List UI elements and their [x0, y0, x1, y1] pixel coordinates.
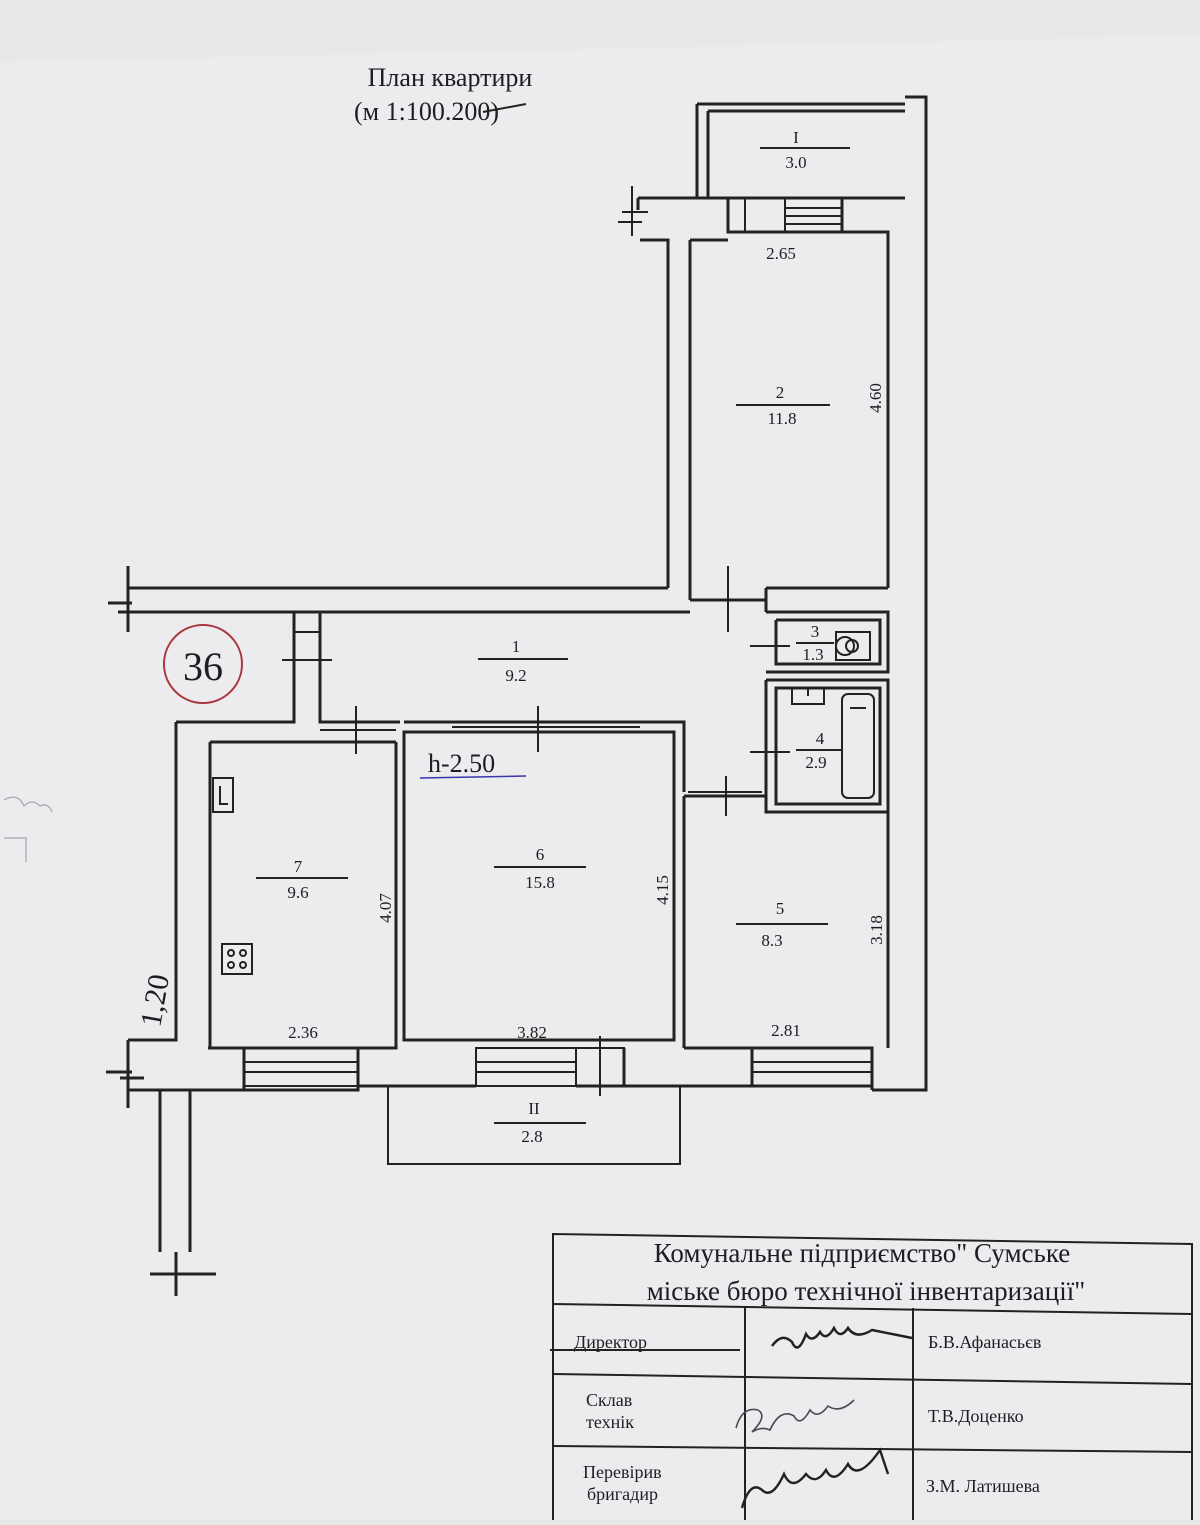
bathtub-icon	[841, 693, 875, 799]
stove-icon	[221, 943, 253, 975]
balcony-ii-walls	[387, 1086, 681, 1165]
ceiling-height-underline	[419, 775, 527, 779]
room-6-area: 15.8	[525, 873, 555, 892]
toilet-icon	[835, 631, 871, 661]
room-2-right-wall	[842, 196, 905, 588]
outer-wall-left	[128, 612, 400, 1042]
window-kitchen	[243, 1047, 359, 1087]
room-2-number: 2	[776, 383, 785, 402]
side-scribble	[3, 796, 53, 813]
stair-wall	[106, 1040, 216, 1296]
technician-name: Т.В.Доценко	[928, 1406, 1024, 1426]
balcony-ii-number: II	[528, 1099, 540, 1118]
room-2-left-wall	[636, 196, 728, 600]
room-3-number: 3	[811, 622, 820, 641]
outer-wall-right	[872, 95, 928, 1092]
checker-role-1: Перевірив	[583, 1462, 662, 1482]
technician-role-2: технік	[586, 1412, 634, 1432]
room-2-area: 11.8	[767, 409, 796, 428]
dim-2-36: 2.36	[288, 1023, 318, 1042]
room-4-number: 4	[816, 729, 825, 748]
org-name-line-2: міське бюро технічної інвентаризації"	[647, 1276, 1086, 1306]
balcony-i-walls	[695, 102, 905, 198]
dim-3-82: 3.82	[517, 1023, 547, 1042]
balcony-ii-door	[575, 1036, 625, 1096]
room-3-area: 1.3	[802, 645, 823, 664]
dim-4-15: 4.15	[653, 875, 672, 905]
scale-strikethrough	[482, 103, 527, 113]
dim-4-07: 4.07	[376, 893, 395, 923]
director-signature	[770, 1325, 913, 1349]
org-name-line-1: Комунальне підприємство" Сумське	[654, 1238, 1071, 1268]
director-role: Директор	[574, 1332, 647, 1352]
window-room-5	[751, 1047, 873, 1087]
room-6-number: 6	[536, 845, 545, 864]
corridor-top-wall	[108, 566, 690, 632]
plan-scale: (м 1:100.200)	[354, 97, 499, 126]
dim-2-65: 2.65	[766, 244, 796, 263]
paper-sheet	[0, 36, 1200, 1520]
dim-4-60: 4.60	[866, 383, 885, 413]
dim-2-81: 2.81	[771, 1021, 801, 1040]
room-7-area: 9.6	[287, 883, 308, 902]
balcony-i-number: I	[793, 128, 799, 147]
checker-name: З.М. Латишева	[926, 1476, 1040, 1496]
room-7-number: 7	[294, 857, 303, 876]
checker-signature	[740, 1447, 890, 1509]
room-1-number: 1	[512, 637, 521, 656]
apartment-number-circle	[163, 624, 243, 704]
room-5-number: 5	[776, 899, 785, 918]
balcony-i-area: 3.0	[785, 153, 806, 172]
dim-3-18: 3.18	[867, 915, 886, 945]
technician-role-1: Склав	[586, 1390, 632, 1410]
room-5-area: 8.3	[761, 931, 782, 950]
room-1-area: 9.2	[505, 666, 526, 685]
sink-kitchen-icon	[212, 777, 234, 813]
title-block	[552, 1232, 1193, 1520]
checker-role-2: бригадир	[587, 1484, 658, 1504]
ceiling-height: h-2.50	[428, 749, 495, 778]
apartment-number: 36	[183, 644, 223, 689]
technician-signature	[735, 1399, 855, 1433]
director-name: Б.В.Афанасьєв	[928, 1332, 1041, 1352]
balcony-ii-area: 2.8	[521, 1127, 542, 1146]
room-4-area: 2.9	[805, 753, 826, 772]
room-6-walls	[402, 720, 686, 1042]
plan-title: План квартири	[368, 63, 533, 92]
